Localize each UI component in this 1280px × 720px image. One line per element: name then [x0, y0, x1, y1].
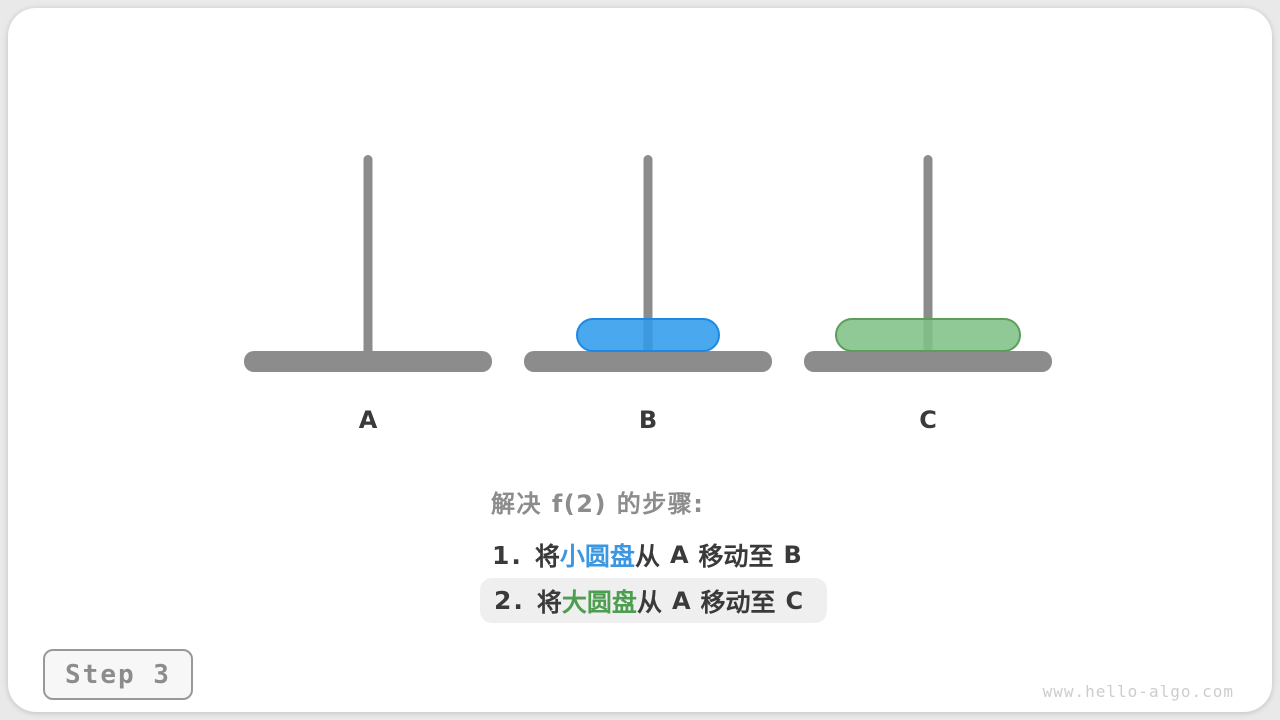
peg-b-base: [524, 351, 772, 372]
step-1-disk: 小圆盘: [559, 542, 635, 571]
peg-b-rod: [643, 155, 653, 358]
step-line-2-highlighted: 2. 将 大圆盘 从 A 移动至 C: [480, 578, 828, 623]
step-2-number: 2.: [494, 586, 525, 615]
step-1-from-peg: A: [669, 541, 689, 569]
step-2-to-peg: C: [785, 586, 804, 615]
peg-a: A: [244, 155, 492, 445]
step-1-action: 将: [534, 542, 560, 571]
peg-b: B: [524, 155, 772, 445]
step-2-from-peg: A: [671, 586, 691, 615]
peg-a-base: [244, 351, 492, 372]
peg-a-label: A: [358, 406, 378, 434]
step-line-1: 1. 将 小圆盘 从 A 移动至 B: [492, 538, 812, 572]
step-1-from-word: 从: [634, 542, 660, 571]
peg-c: C: [804, 155, 1052, 445]
step-2-move-word: 移动至: [700, 587, 776, 617]
step-2-action: 将: [536, 587, 562, 617]
step-1-to-peg: B: [783, 541, 802, 569]
peg-c-base: [804, 351, 1052, 372]
peg-b-label: B: [638, 406, 658, 434]
step-1-move-word: 移动至: [698, 542, 774, 571]
figure-card: A B C 解决 f(2) 的步骤: 1. 将 小圆盘 从 A 移动至 B: [8, 8, 1272, 712]
step-badge: Step 3: [43, 649, 193, 700]
large-disk: [835, 318, 1021, 352]
step-badge-label: Step 3: [65, 659, 171, 690]
peg-c-label: C: [919, 406, 937, 434]
step-2-from-word: 从: [636, 587, 662, 617]
peg-a-rod: [363, 155, 373, 358]
peg-c-rod: [923, 155, 933, 358]
small-disk: [576, 318, 720, 352]
step-2-disk: 大圆盘: [561, 587, 637, 617]
watermark-url: www.hello-algo.com: [1042, 682, 1234, 701]
caption-title: 解决 f(2) 的步骤:: [491, 490, 705, 518]
step-1-number: 1.: [492, 540, 523, 570]
